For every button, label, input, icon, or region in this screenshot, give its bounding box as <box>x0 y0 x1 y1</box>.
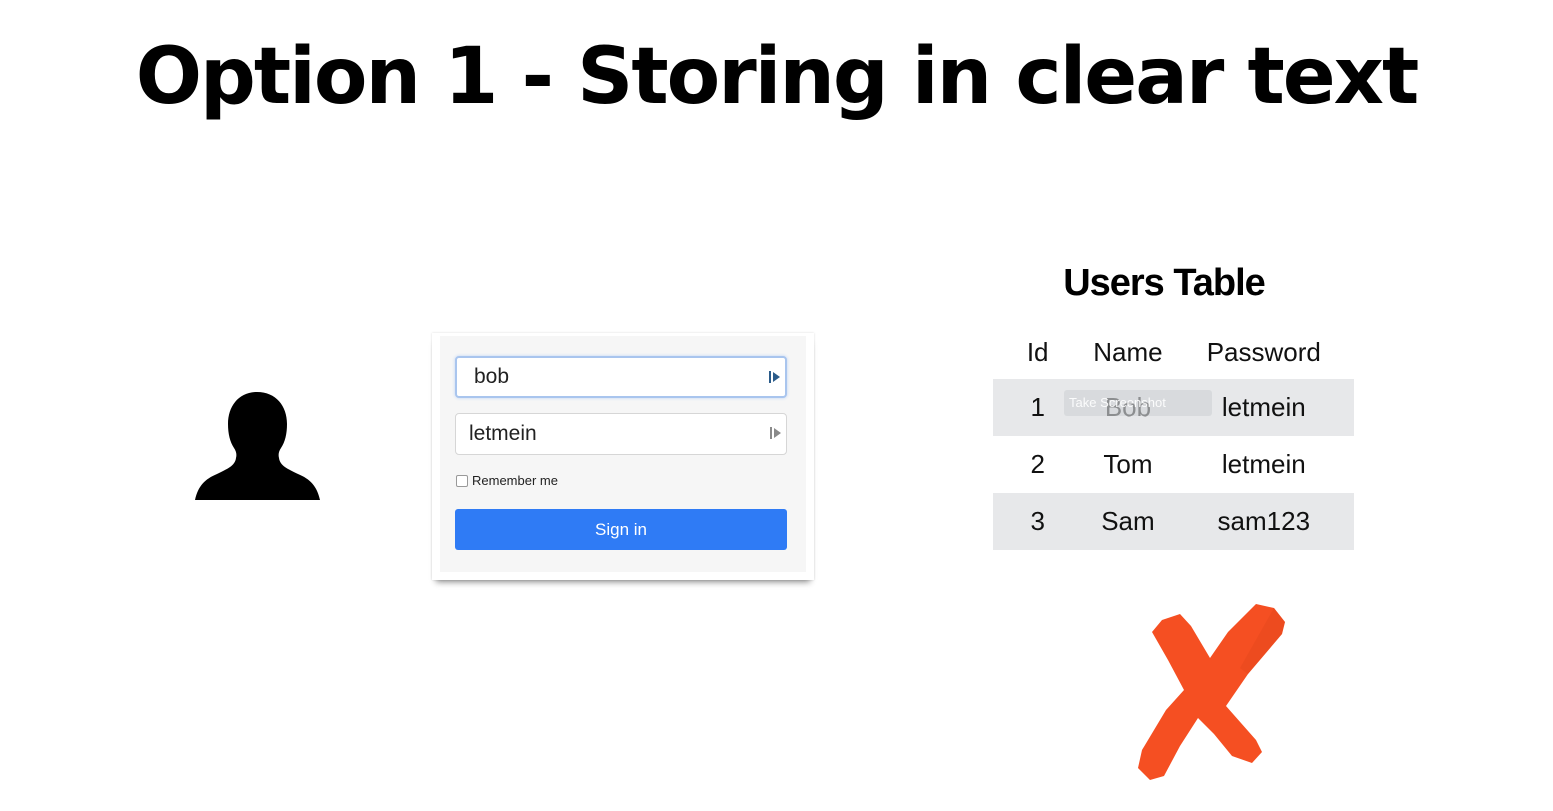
login-form-card: bob letmein Remember me Sign in <box>432 333 814 580</box>
remember-me-row[interactable]: Remember me <box>456 473 558 488</box>
header-name: Name <box>1093 336 1163 367</box>
cell-password: letmein <box>1221 449 1306 479</box>
sign-in-button[interactable]: Sign in <box>455 509 787 550</box>
password-value: letmein <box>469 422 537 445</box>
cell-name: Bob <box>1082 379 1174 436</box>
cell-name: Sam <box>1082 493 1174 550</box>
cell-id: 2 <box>1030 449 1045 479</box>
cell-name: Tom <box>1103 449 1153 479</box>
table-row: 2 Tom letmein <box>993 436 1354 493</box>
username-value: bob <box>474 365 510 388</box>
cell-id: 3 <box>993 493 1083 550</box>
table-row: 3 Sam sam123 <box>993 493 1354 550</box>
password-input[interactable]: letmein <box>455 413 787 455</box>
autofill-key-icon[interactable] <box>770 426 782 440</box>
remember-me-checkbox[interactable] <box>456 474 468 487</box>
table-row: 1 Bob letmein <box>993 379 1354 436</box>
cell-id: 1 <box>993 379 1083 436</box>
remember-me-label: Remember me <box>472 473 558 488</box>
autofill-key-icon[interactable] <box>769 370 781 384</box>
red-x-icon <box>1138 604 1285 780</box>
users-table: Id Name Password 1 Bob letmein 2 Tom let… <box>993 325 1354 550</box>
cell-password: letmein <box>1173 379 1354 436</box>
cell-password: sam123 <box>1173 493 1354 550</box>
header-password: Password <box>1206 336 1321 367</box>
users-table-title: Users Table <box>1063 262 1266 304</box>
username-input[interactable]: bob <box>455 356 787 398</box>
table-header-row: Id Name Password <box>993 325 1354 379</box>
login-form-panel: bob letmein Remember me Sign in <box>440 336 806 572</box>
slide-title: Option 1 - Storing in clear text <box>135 32 1420 122</box>
user-silhouette-icon <box>195 392 320 500</box>
header-id: Id <box>1026 336 1049 367</box>
